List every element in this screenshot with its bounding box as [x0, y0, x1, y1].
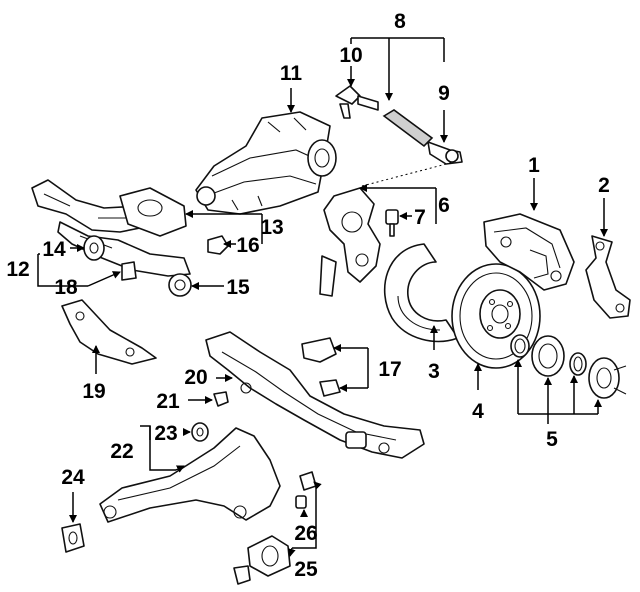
callout-3: 3	[428, 360, 440, 383]
callout-2: 2	[598, 174, 610, 197]
tie-rod-assembly	[335, 85, 463, 165]
callout-5: 5	[546, 428, 558, 451]
callout-4: 4	[472, 400, 484, 423]
callout-10: 10	[339, 44, 362, 67]
clamp-24	[61, 523, 85, 553]
callout-18: 18	[54, 276, 78, 299]
callout-1: 1	[528, 154, 540, 177]
callout-13: 13	[260, 216, 283, 239]
suspension-crossmember	[205, 331, 425, 459]
callout-23: 23	[154, 422, 177, 445]
caliper-bracket	[585, 235, 631, 319]
steering-knuckle	[319, 187, 381, 297]
callout-19: 19	[82, 380, 105, 403]
bushing-14	[83, 235, 105, 261]
callout-8: 8	[394, 10, 406, 33]
callout-24: 24	[61, 466, 85, 489]
callout-14: 14	[42, 238, 66, 261]
bushing-15	[168, 273, 192, 297]
crossmember-bracket	[61, 299, 157, 365]
bolt-21	[213, 391, 229, 407]
mount-17	[301, 337, 341, 397]
callout-15: 15	[226, 276, 250, 299]
rear-crossmember	[31, 179, 191, 277]
callout-11: 11	[280, 62, 303, 85]
callout-21: 21	[156, 390, 180, 413]
callout-26: 26	[294, 522, 317, 545]
callout-16: 16	[236, 234, 259, 257]
callout-9: 9	[438, 82, 450, 105]
bolt-26	[295, 471, 317, 509]
callout-7: 7	[414, 206, 426, 229]
callout-20: 20	[184, 366, 207, 389]
knuckle-bolt	[385, 209, 399, 237]
mount-18	[121, 261, 137, 281]
callout-6: 6	[438, 194, 450, 217]
callout-12: 12	[6, 258, 29, 281]
bushing-23	[191, 422, 209, 442]
hub-bearing-set	[510, 334, 627, 399]
differential-carrier	[195, 111, 337, 215]
callout-17: 17	[378, 358, 401, 381]
callout-labels: 11 8 10 9 6 7 1 2 3 4 5 13 16 14 12 18 1…	[6, 10, 610, 581]
link-assembly-25	[233, 535, 291, 585]
callout-25: 25	[294, 558, 318, 581]
dust-shield	[383, 243, 459, 343]
brake-caliper	[483, 213, 575, 291]
leader-lines	[37, 37, 608, 557]
callout-22: 22	[110, 440, 133, 463]
mount-16	[207, 235, 229, 255]
